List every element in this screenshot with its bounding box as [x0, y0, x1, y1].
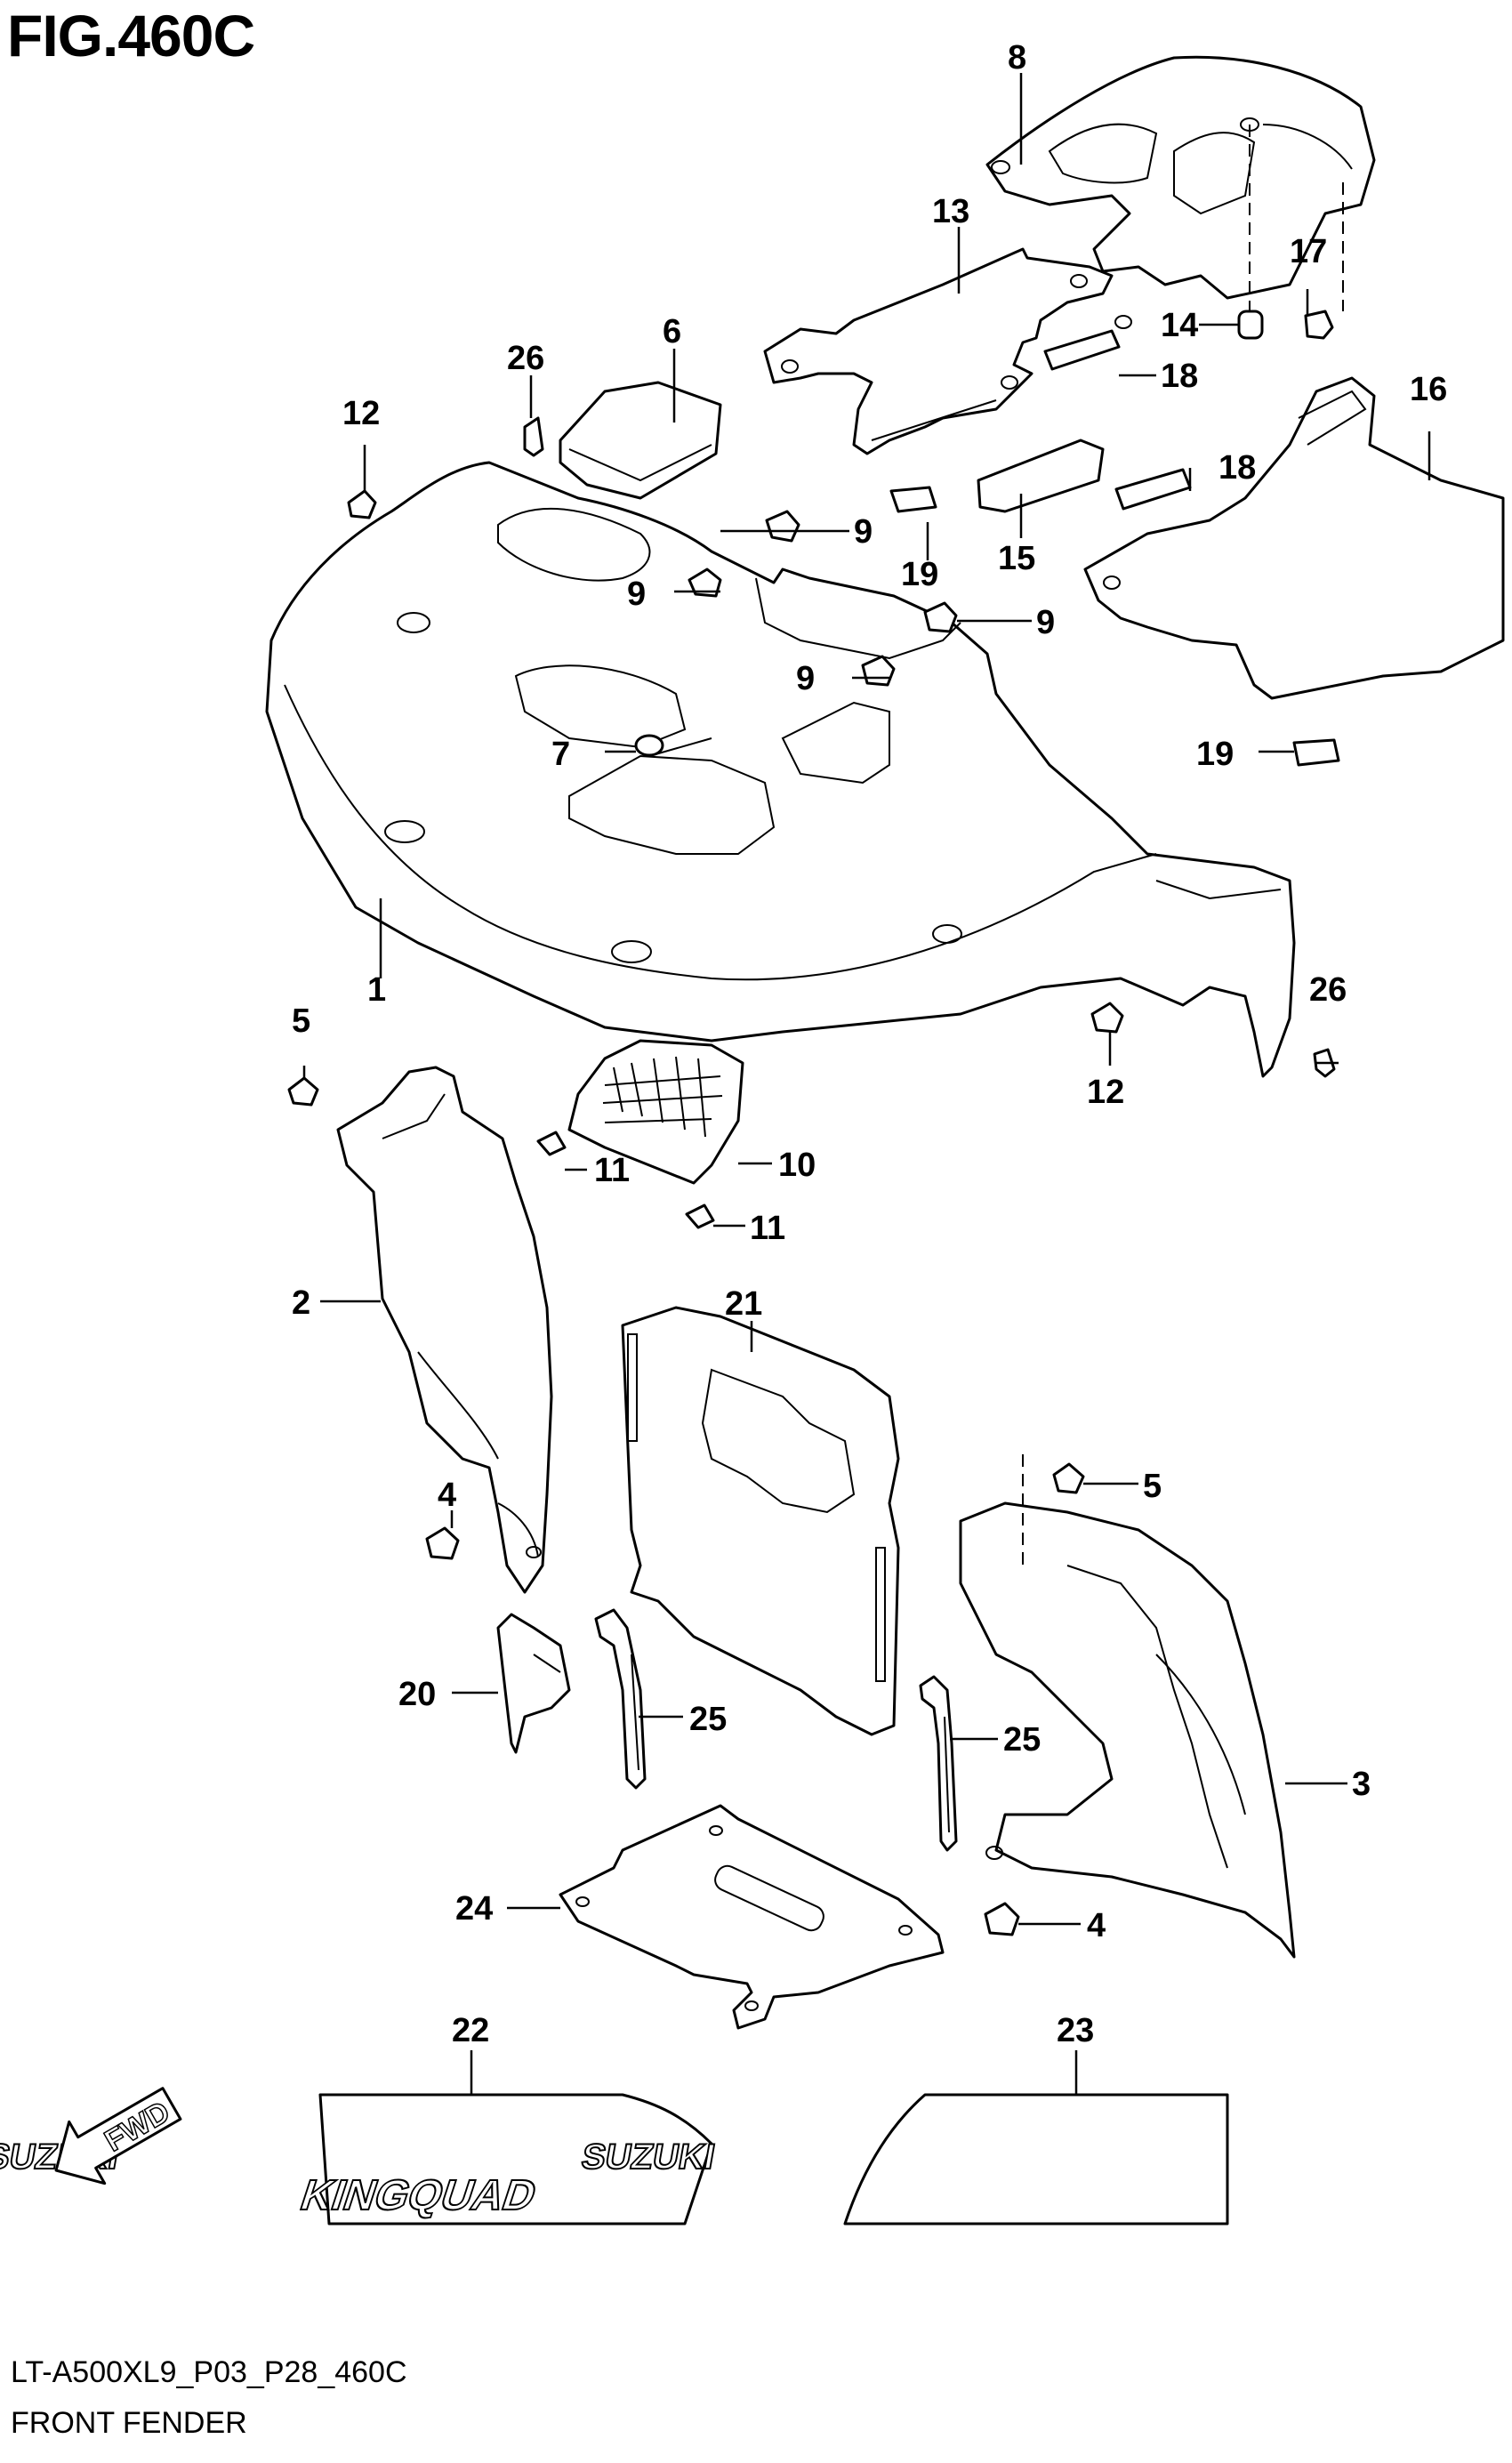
callout-26-lower: 26 — [1309, 971, 1347, 1009]
part-3-inner-fender-right — [959, 1501, 1296, 1959]
part-1-front-fender — [265, 461, 1296, 1078]
callout-24: 24 — [455, 1890, 493, 1928]
part-25-cable-tie-right — [919, 1675, 958, 1852]
part-16-side-cover — [1083, 376, 1505, 700]
callout-12-upper: 12 — [342, 395, 380, 432]
callout-labels: 8 13 17 14 18 16 26 6 12 9 18 19 15 9 9 … — [292, 39, 1447, 2049]
part-8-front-cover — [985, 55, 1376, 300]
callout-25-right: 25 — [1003, 1721, 1041, 1759]
leader-lines — [302, 73, 1431, 2095]
figure-title: FIG.460C — [7, 3, 255, 68]
callout-20: 20 — [398, 1676, 436, 1713]
alignment-lines — [1022, 125, 1344, 1566]
decal-model-right: KINGQUAD — [294, 2171, 543, 2219]
callout-11-upper: 11 — [594, 1152, 630, 1189]
part-23-decal-right: SUZUKI KINGQUAD — [294, 2093, 1229, 2226]
figure-code: LT-A500XL9_P03_P28_460C — [11, 2355, 407, 2389]
part-25-cable-tie-left — [594, 1608, 647, 1790]
part-21-panel — [621, 1306, 900, 1736]
callout-7: 7 — [551, 736, 570, 773]
callout-25-left: 25 — [689, 1701, 727, 1738]
figure-name: FRONT FENDER — [11, 2406, 247, 2440]
callout-3: 3 — [1352, 1766, 1371, 1803]
callout-1: 1 — [367, 971, 386, 1009]
callout-19-lower: 19 — [1196, 736, 1234, 773]
callout-5-lower: 5 — [1143, 1468, 1162, 1505]
callout-16: 16 — [1410, 371, 1447, 408]
part-24-plate — [559, 1804, 945, 2030]
hardware-fasteners — [287, 310, 1340, 1936]
callout-18-upper: 18 — [1161, 358, 1198, 395]
part-6-lid — [559, 381, 722, 500]
callout-23: 23 — [1057, 2012, 1094, 2049]
callout-5-upper: 5 — [292, 1002, 310, 1040]
part-2-inner-fender-left — [336, 1066, 553, 1594]
callout-10: 10 — [778, 1147, 816, 1184]
callout-2: 2 — [292, 1284, 310, 1322]
callout-15: 15 — [998, 540, 1035, 577]
callout-9-a: 9 — [854, 513, 873, 551]
part-13-bracket — [763, 247, 1132, 455]
callout-4-upper: 4 — [438, 1477, 456, 1514]
decal-brand-right: SUZUKI — [579, 2137, 719, 2177]
callout-21: 21 — [725, 1285, 762, 1323]
callout-9-c: 9 — [1036, 604, 1055, 641]
callout-18-lower: 18 — [1218, 449, 1256, 487]
callout-9-d: 9 — [796, 660, 815, 697]
callout-22: 22 — [452, 2012, 489, 2049]
callout-13: 13 — [932, 193, 969, 230]
callout-17: 17 — [1290, 233, 1327, 270]
callout-9-b: 9 — [627, 576, 646, 613]
callout-11-lower: 11 — [750, 1210, 785, 1247]
part-10-grille — [567, 1039, 744, 1185]
callout-14: 14 — [1161, 307, 1198, 344]
callout-4-lower: 4 — [1087, 1907, 1106, 1944]
part-20-bracket — [496, 1613, 571, 1754]
callout-8: 8 — [1008, 39, 1026, 76]
callout-12-lower: 12 — [1087, 1074, 1124, 1111]
callout-6: 6 — [663, 313, 681, 350]
callout-19-upper: 19 — [901, 556, 938, 593]
callout-26-upper: 26 — [507, 340, 544, 377]
